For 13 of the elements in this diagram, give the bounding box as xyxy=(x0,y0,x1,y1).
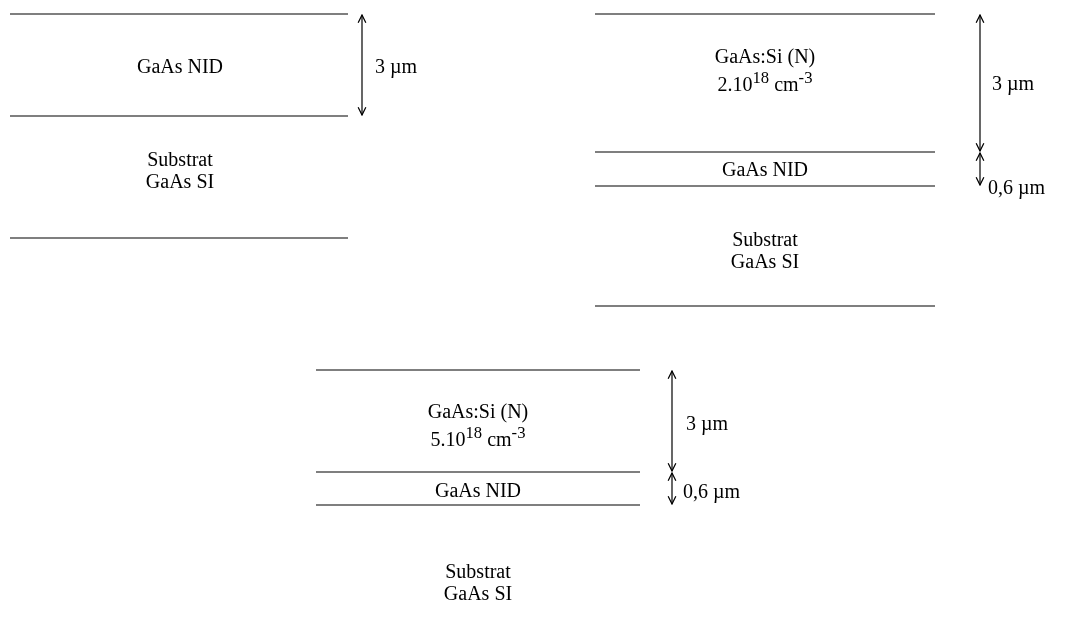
layer-label: GaAs NID xyxy=(135,55,225,77)
layer-label: GaAs:Si (N) 2.10$^{18}$ cm$^{-3}$ xyxy=(713,45,817,95)
dimension-label: 0,6 µm xyxy=(683,480,741,502)
layer-label: GaAs NID xyxy=(433,479,523,501)
layer-label: Substrat GaAs SI xyxy=(442,560,514,604)
layer-label: GaAs NID xyxy=(720,158,810,180)
layer-label: GaAs:Si (N) 5.10$^{18}$ cm$^{-3}$ xyxy=(426,400,530,450)
dimension-label: 3 µm xyxy=(992,72,1035,94)
layer-label: Substrat GaAs SI xyxy=(144,148,216,192)
dimension-label: 3 µm xyxy=(686,412,729,434)
layer-label: Substrat GaAs SI xyxy=(729,228,801,272)
dimension-label: 0,6 µm xyxy=(988,176,1046,198)
dimension-label: 3 µm xyxy=(375,55,418,77)
